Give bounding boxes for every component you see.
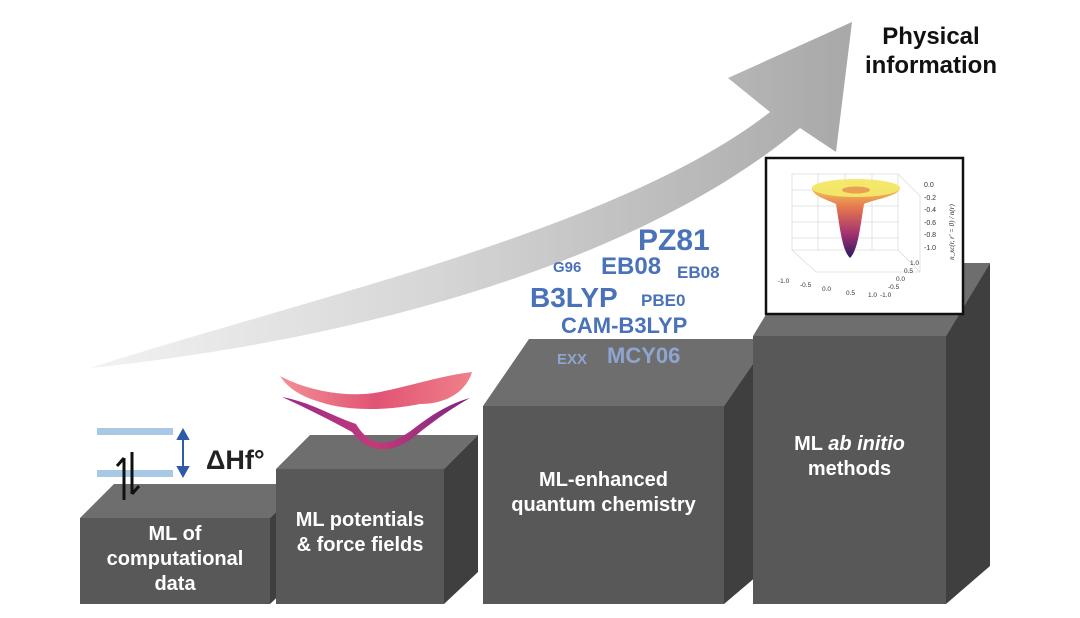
potential-energy-surface-icon [280,372,472,450]
step-block-1 [80,484,304,604]
functional-eb08-small: EB08 [677,263,720,282]
functional-pz81: PZ81 [638,224,710,257]
upper-energy-level [97,428,173,435]
step-block-2 [276,435,478,604]
progress-arrow [90,22,852,368]
enthalpy-label: ΔHf° [206,445,265,475]
step-label-3: ML-enhanced quantum chemistry [511,469,696,516]
functional-b3lyp: B3LYP [530,282,618,313]
electron-spin-arrows-icon [115,452,141,500]
functional-eb08-large: EB08 [601,253,662,280]
energy-gap-arrow-icon [176,427,190,479]
plot-ylabel: n_xc(r, r' = 0) / n(r) [948,204,956,260]
functional-exx: EXX [557,351,588,368]
functional-g96: G96 [553,259,582,276]
functional-pbe0: PBE0 [641,291,686,310]
xc-hole-surface [812,180,900,258]
step-label-1: ML of computational data [106,523,244,595]
step-label-4: ML ab initio methods [794,433,905,480]
functional-mcy06: MCY06 [607,343,681,368]
xc-hole-plot [764,156,965,316]
step-label-2: ML potentials & force fields [295,509,425,556]
plot-z-ticks: 0.0 -0.2 -0.4 -0.6 -0.8 -1.0 [924,182,937,252]
functional-cam-b3lyp: CAM-B3LYP [561,313,688,338]
lower-energy-level [97,470,173,477]
energy-level-diagram [97,427,190,500]
